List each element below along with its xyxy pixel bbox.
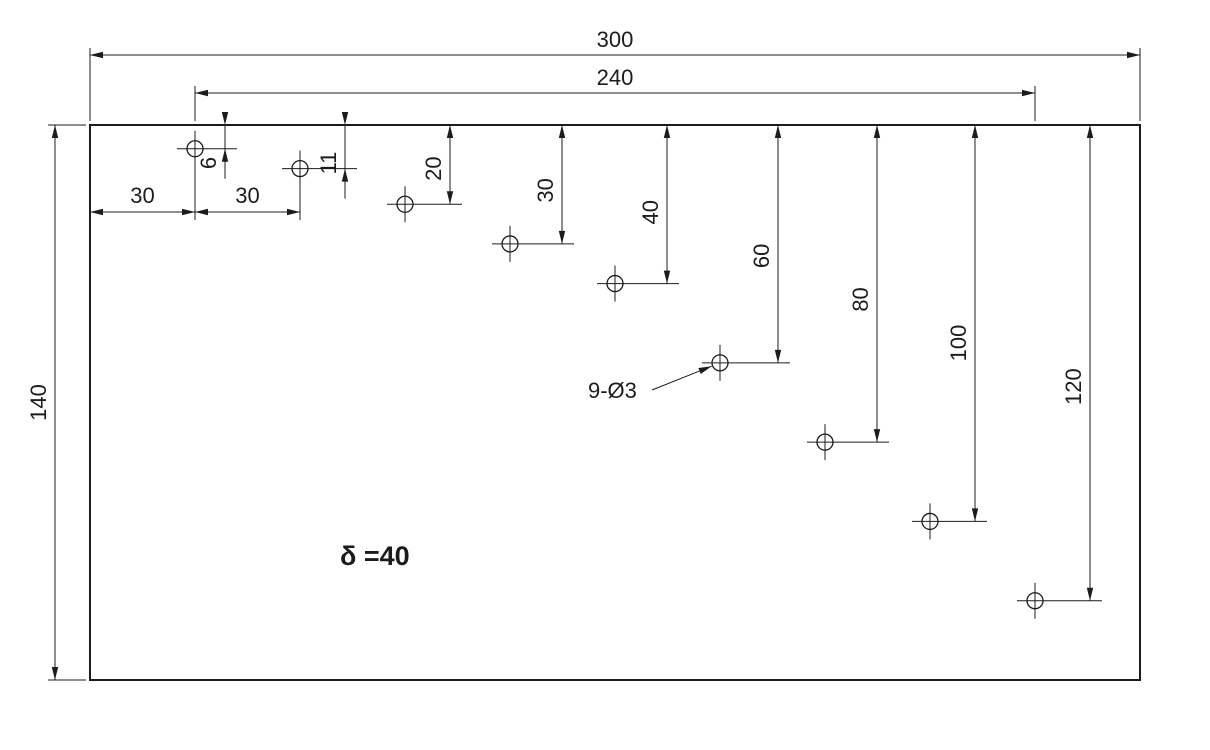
depth-arrow-top <box>663 125 671 138</box>
depth-arrow-top <box>873 125 881 138</box>
offset-arrow <box>287 208 300 216</box>
thickness-label: δ =40 <box>340 541 410 571</box>
offset-arrow <box>182 208 195 216</box>
depth-arrow-bottom <box>341 168 349 182</box>
width-arrow-right <box>1127 51 1140 59</box>
hole <box>396 195 414 213</box>
span-arrow-right <box>1022 89 1035 97</box>
plate-outline <box>89 124 1141 681</box>
depth-arrow-bottom <box>663 270 671 284</box>
depth-dimension-label: 30 <box>533 178 558 202</box>
hole <box>1026 592 1044 610</box>
depth-arrow-top <box>774 125 782 138</box>
depth-arrow-top <box>558 125 566 138</box>
hole <box>606 274 624 293</box>
hole <box>711 354 729 372</box>
height-arrow-bottom <box>51 667 59 680</box>
depth-arrow-bottom <box>221 148 229 162</box>
depth-dimension-label: 80 <box>848 287 873 311</box>
depth-arrow-top <box>971 125 979 138</box>
offset-arrow <box>195 208 208 216</box>
width-arrow-left <box>90 51 103 59</box>
depth-arrow-bottom <box>558 230 566 244</box>
depth-arrow-bottom <box>446 191 454 205</box>
depth-arrow-bottom <box>971 508 979 522</box>
depth-dimension-label: 11 <box>316 152 341 175</box>
hole <box>291 159 309 178</box>
height-arrow-top <box>51 125 59 138</box>
depth-arrow-bottom <box>774 349 782 363</box>
depth-dimension-label: 20 <box>421 156 446 180</box>
depth-dimension-label: 6 <box>196 157 221 169</box>
depth-arrow-top <box>221 112 229 125</box>
depth-arrow-bottom <box>873 429 881 443</box>
depth-arrow-bottom <box>1086 587 1094 601</box>
hole <box>921 512 939 531</box>
depth-arrow-top <box>446 125 454 138</box>
leader-arrow <box>698 366 712 374</box>
depth-arrow-top <box>341 112 349 125</box>
depth-dimension-label: 100 <box>946 325 971 362</box>
height-dimension-label: 140 <box>26 384 51 421</box>
width-dimension-label: 300 <box>597 27 634 52</box>
depth-dimension-label: 40 <box>638 200 663 224</box>
hole <box>186 140 204 158</box>
depth-arrow-top <box>1086 125 1094 138</box>
span-arrow-left <box>195 89 208 97</box>
depth-dimension-label: 60 <box>749 244 774 268</box>
hole <box>816 433 834 451</box>
holes-note-label: 9-Ø3 <box>588 378 637 403</box>
depth-dimension-label: 120 <box>1061 368 1086 405</box>
hole <box>501 235 519 253</box>
offset-dimension-label: 30 <box>130 183 154 208</box>
span-dimension-label: 240 <box>597 65 634 90</box>
offset-dimension-label: 30 <box>235 183 259 208</box>
offset-arrow <box>90 208 103 216</box>
